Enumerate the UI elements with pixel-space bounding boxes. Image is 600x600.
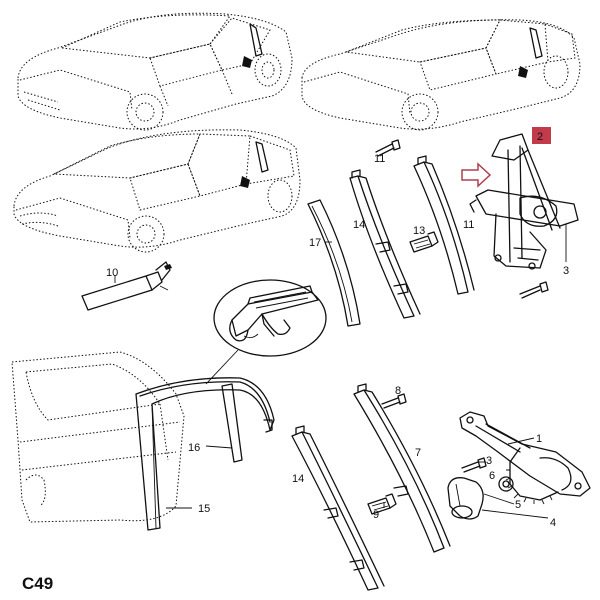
callout-16: 16 — [188, 442, 200, 454]
callout-5: 5 — [515, 499, 521, 511]
diagram-code: C49 — [22, 574, 53, 593]
callout-2: 2 — [537, 131, 543, 143]
callout-13: 13 — [413, 225, 425, 237]
callout-17: 17 — [309, 237, 321, 249]
part-14-channel-upper — [349, 169, 421, 319]
window-regulator-assembly — [469, 133, 579, 270]
part-11-channel — [413, 155, 475, 295]
part-16-channel — [221, 383, 273, 463]
part-motor-housing — [447, 477, 484, 520]
screw-pin-3 — [519, 281, 549, 299]
part-15-frame — [135, 377, 275, 531]
arrow-indicator — [461, 162, 492, 188]
bolt-13 — [409, 231, 439, 253]
callout-10: 10 — [106, 267, 118, 279]
part-14-channel-lower — [291, 425, 385, 591]
callout-2-badge — [532, 127, 551, 144]
callout-3-lower: 3 — [486, 455, 492, 467]
callout-9: 9 — [373, 509, 379, 521]
callout-1: 1 — [536, 433, 542, 445]
screw-12 — [375, 139, 401, 157]
callout-15: 15 — [198, 503, 210, 515]
callout-3: 3 — [563, 265, 569, 277]
car-estate-illustration — [301, 19, 581, 131]
part-7-channel — [353, 383, 451, 553]
part-1-regulator — [459, 411, 591, 505]
callout-8: 8 — [395, 385, 401, 397]
callout-14-lower: 14 — [292, 473, 304, 485]
callout-14-upper: 14 — [353, 219, 365, 231]
part-6-washer — [498, 476, 514, 492]
seal-profile-detail — [213, 279, 327, 357]
callout-12: 11 — [374, 153, 385, 165]
callout-7: 7 — [415, 447, 421, 459]
screw-3-lower — [461, 457, 487, 473]
callout-4: 4 — [550, 517, 556, 529]
callout-11: 11 — [463, 219, 474, 231]
screw-8 — [381, 393, 407, 409]
car-mpv-illustration — [13, 129, 301, 253]
part-10-tube — [81, 261, 172, 311]
callout-6: 6 — [489, 470, 495, 482]
car-hatchback-illustration — [17, 12, 293, 131]
part-17-seal — [307, 199, 361, 327]
